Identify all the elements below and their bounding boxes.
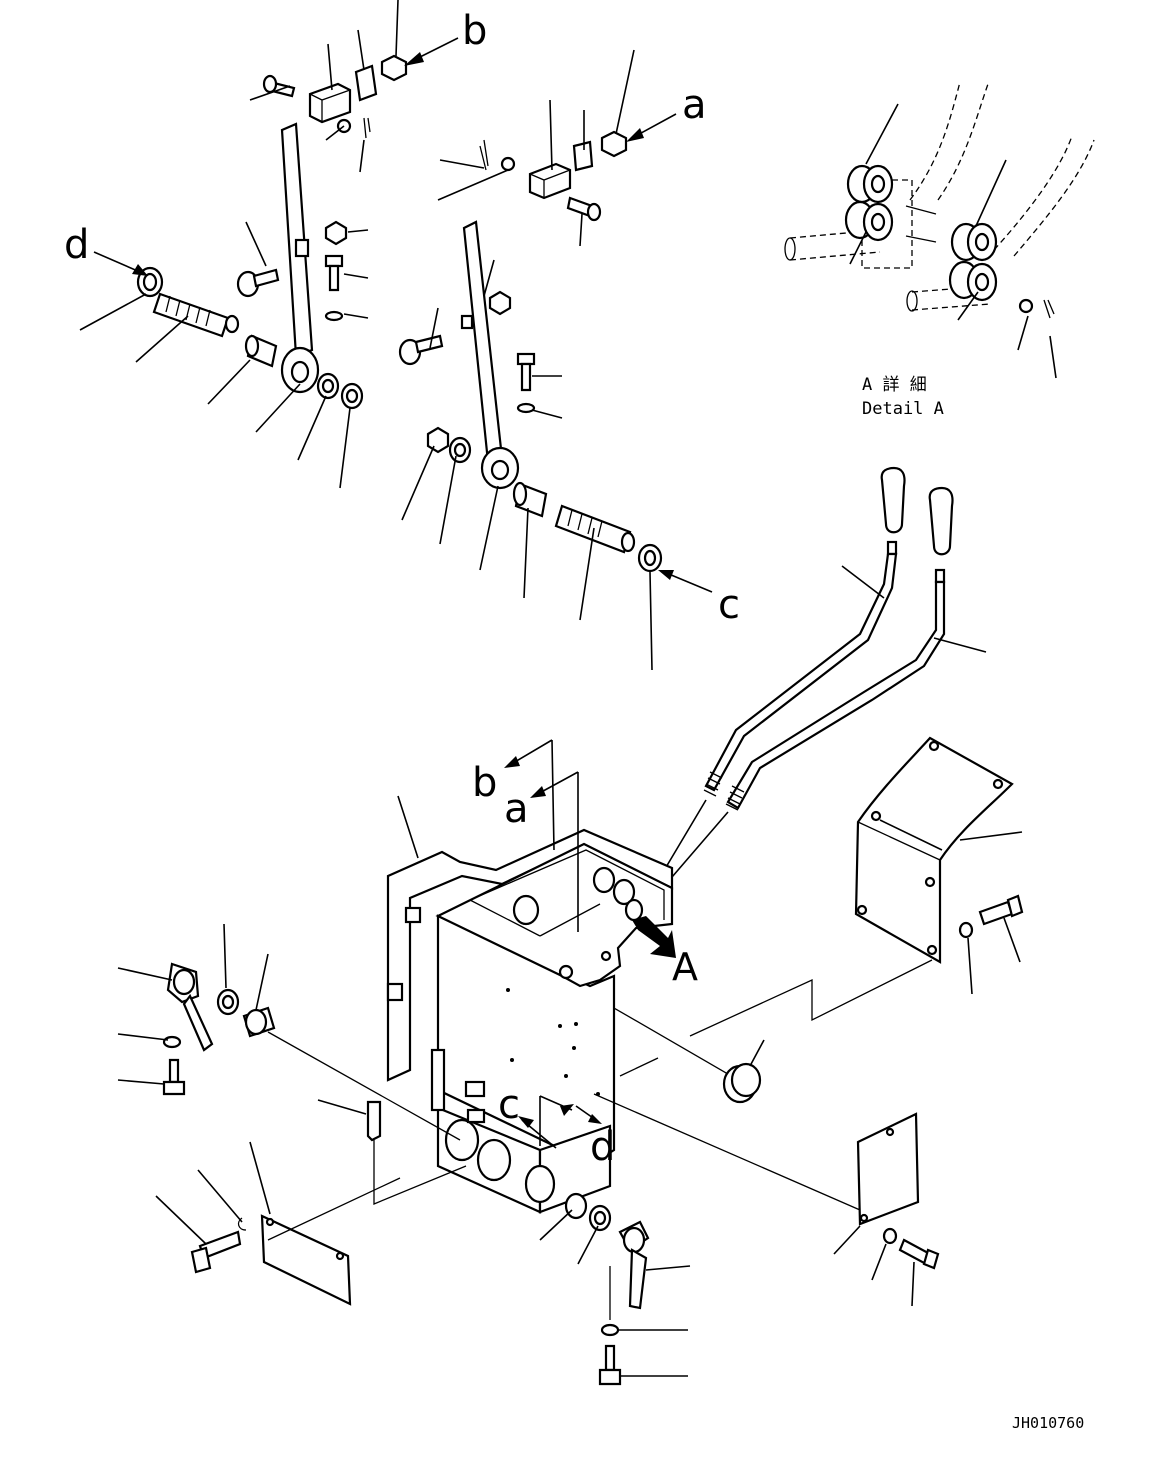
control-rods bbox=[655, 466, 987, 885]
drawing-code: JH010760 bbox=[1012, 1414, 1084, 1432]
ref-label-b-bottom: b bbox=[472, 760, 497, 806]
right-lever-assembly bbox=[398, 49, 663, 671]
main-control-box bbox=[386, 795, 676, 1214]
right-covers bbox=[593, 736, 1024, 1307]
ref-label-c-mid: c bbox=[718, 582, 740, 628]
left-lower-parts bbox=[117, 923, 467, 1306]
left-lever-assembly bbox=[79, 0, 408, 489]
ref-label-a-bottom: a bbox=[504, 786, 529, 832]
view-label-A: A bbox=[672, 945, 698, 989]
detail-caption-jp: A 詳 細 bbox=[862, 375, 927, 395]
ref-label-d-bottom: d bbox=[590, 1124, 615, 1170]
ref-label-b-top: b bbox=[462, 8, 487, 54]
ref-label-c-bottom: c bbox=[498, 1082, 520, 1128]
ref-label-d-left: d bbox=[64, 222, 89, 268]
detail-caption-en: Detail A bbox=[862, 399, 944, 419]
detail-a-view bbox=[784, 81, 1095, 379]
bottom-small-parts bbox=[539, 1192, 691, 1386]
ref-label-a-top: a bbox=[682, 82, 707, 128]
reference-arrows bbox=[93, 37, 713, 1149]
